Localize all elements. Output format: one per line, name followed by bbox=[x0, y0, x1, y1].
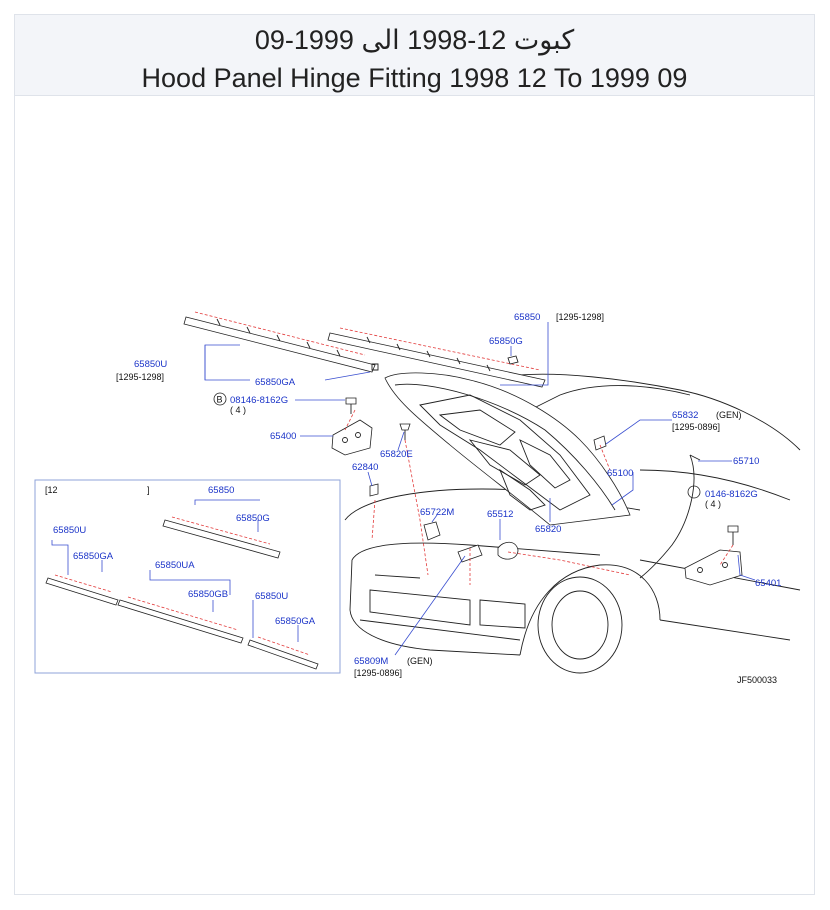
range-1295-0896-right: [1295-0896] bbox=[672, 422, 720, 432]
label-65100[interactable]: 65100 bbox=[607, 468, 633, 479]
label-65820E[interactable]: 65820E bbox=[380, 449, 413, 460]
inset-range: [12 bbox=[45, 485, 58, 495]
hood-seal-strips bbox=[183, 311, 546, 388]
page-header: كبوت 12-1998 الى 1999-09 Hood Panel Hing… bbox=[15, 15, 814, 96]
label-65820[interactable]: 65820 bbox=[535, 524, 561, 535]
inset-label-65850UA[interactable]: 65850UA bbox=[155, 560, 195, 571]
label-65710[interactable]: 65710 bbox=[733, 456, 759, 467]
diagram-code: JF500033 bbox=[737, 675, 777, 685]
leader-lines bbox=[204, 322, 756, 656]
label-65809M[interactable]: 65809M bbox=[354, 656, 388, 667]
content-frame: كبوت 12-1998 الى 1999-09 Hood Panel Hing… bbox=[14, 14, 815, 895]
range-1295-0896-bottom: [1295-0896] bbox=[354, 668, 402, 678]
inset-label-65850[interactable]: 65850 bbox=[208, 485, 234, 496]
label-65850GA-top[interactable]: 65850GA bbox=[255, 377, 296, 388]
gen-65809M: (GEN) bbox=[407, 656, 433, 666]
hinges bbox=[331, 355, 743, 586]
bolt-b-letter: B bbox=[217, 395, 223, 405]
label-65850G-top[interactable]: 65850G bbox=[489, 336, 523, 347]
variant-inset bbox=[34, 479, 341, 674]
title-arabic: كبوت 12-1998 الى 1999-09 bbox=[254, 25, 575, 55]
label-62840[interactable]: 62840 bbox=[352, 462, 378, 473]
range-1295-1298-left: [1295-1298] bbox=[116, 372, 164, 382]
label-65850-top[interactable]: 65850 bbox=[514, 312, 540, 323]
label-65400[interactable]: 65400 bbox=[270, 431, 296, 442]
gen-65832: (GEN) bbox=[716, 410, 742, 420]
bolt-right-circle bbox=[687, 485, 701, 499]
title-english: Hood Panel Hinge Fitting 1998 12 To 1999… bbox=[141, 63, 688, 93]
assembly-lines bbox=[344, 409, 734, 585]
inset-label-65850U-a[interactable]: 65850U bbox=[53, 525, 86, 536]
label-bolt-right[interactable]: 0146-8162G bbox=[705, 489, 758, 500]
inset-label-65850GA-b[interactable]: 65850GA bbox=[275, 616, 316, 627]
label-65722M[interactable]: 65722M bbox=[420, 507, 454, 518]
label-65401[interactable]: 65401 bbox=[755, 578, 781, 589]
label-08146-8162G[interactable]: 08146-8162G bbox=[230, 395, 288, 406]
part-labels: 65850 [1295-1298] 65850G 65850U [1295-12… bbox=[116, 312, 781, 685]
inset-label-65850GB[interactable]: 65850GB bbox=[188, 589, 228, 600]
qty-4-right: ( 4 ) bbox=[705, 499, 721, 509]
inset-labels: [12 ] 65850 65850G 65850U 65850GA 65850U… bbox=[45, 485, 316, 627]
inset-label-65850U-b[interactable]: 65850U bbox=[255, 591, 288, 602]
label-65832[interactable]: 65832 bbox=[672, 410, 698, 421]
label-65850U-left[interactable]: 65850U bbox=[134, 359, 167, 370]
label-65512[interactable]: 65512 bbox=[487, 509, 513, 520]
hood-panel bbox=[384, 372, 631, 526]
qty-4-left: ( 4 ) bbox=[230, 405, 246, 415]
inset-label-65850G[interactable]: 65850G bbox=[236, 513, 270, 524]
range-1295-1298-top: [1295-1298] bbox=[556, 312, 604, 322]
inset-label-65850GA-a[interactable]: 65850GA bbox=[73, 551, 114, 562]
vehicle-outline bbox=[344, 373, 801, 674]
bolt-b-circle bbox=[213, 392, 227, 406]
inset-range-close: ] bbox=[147, 485, 150, 495]
